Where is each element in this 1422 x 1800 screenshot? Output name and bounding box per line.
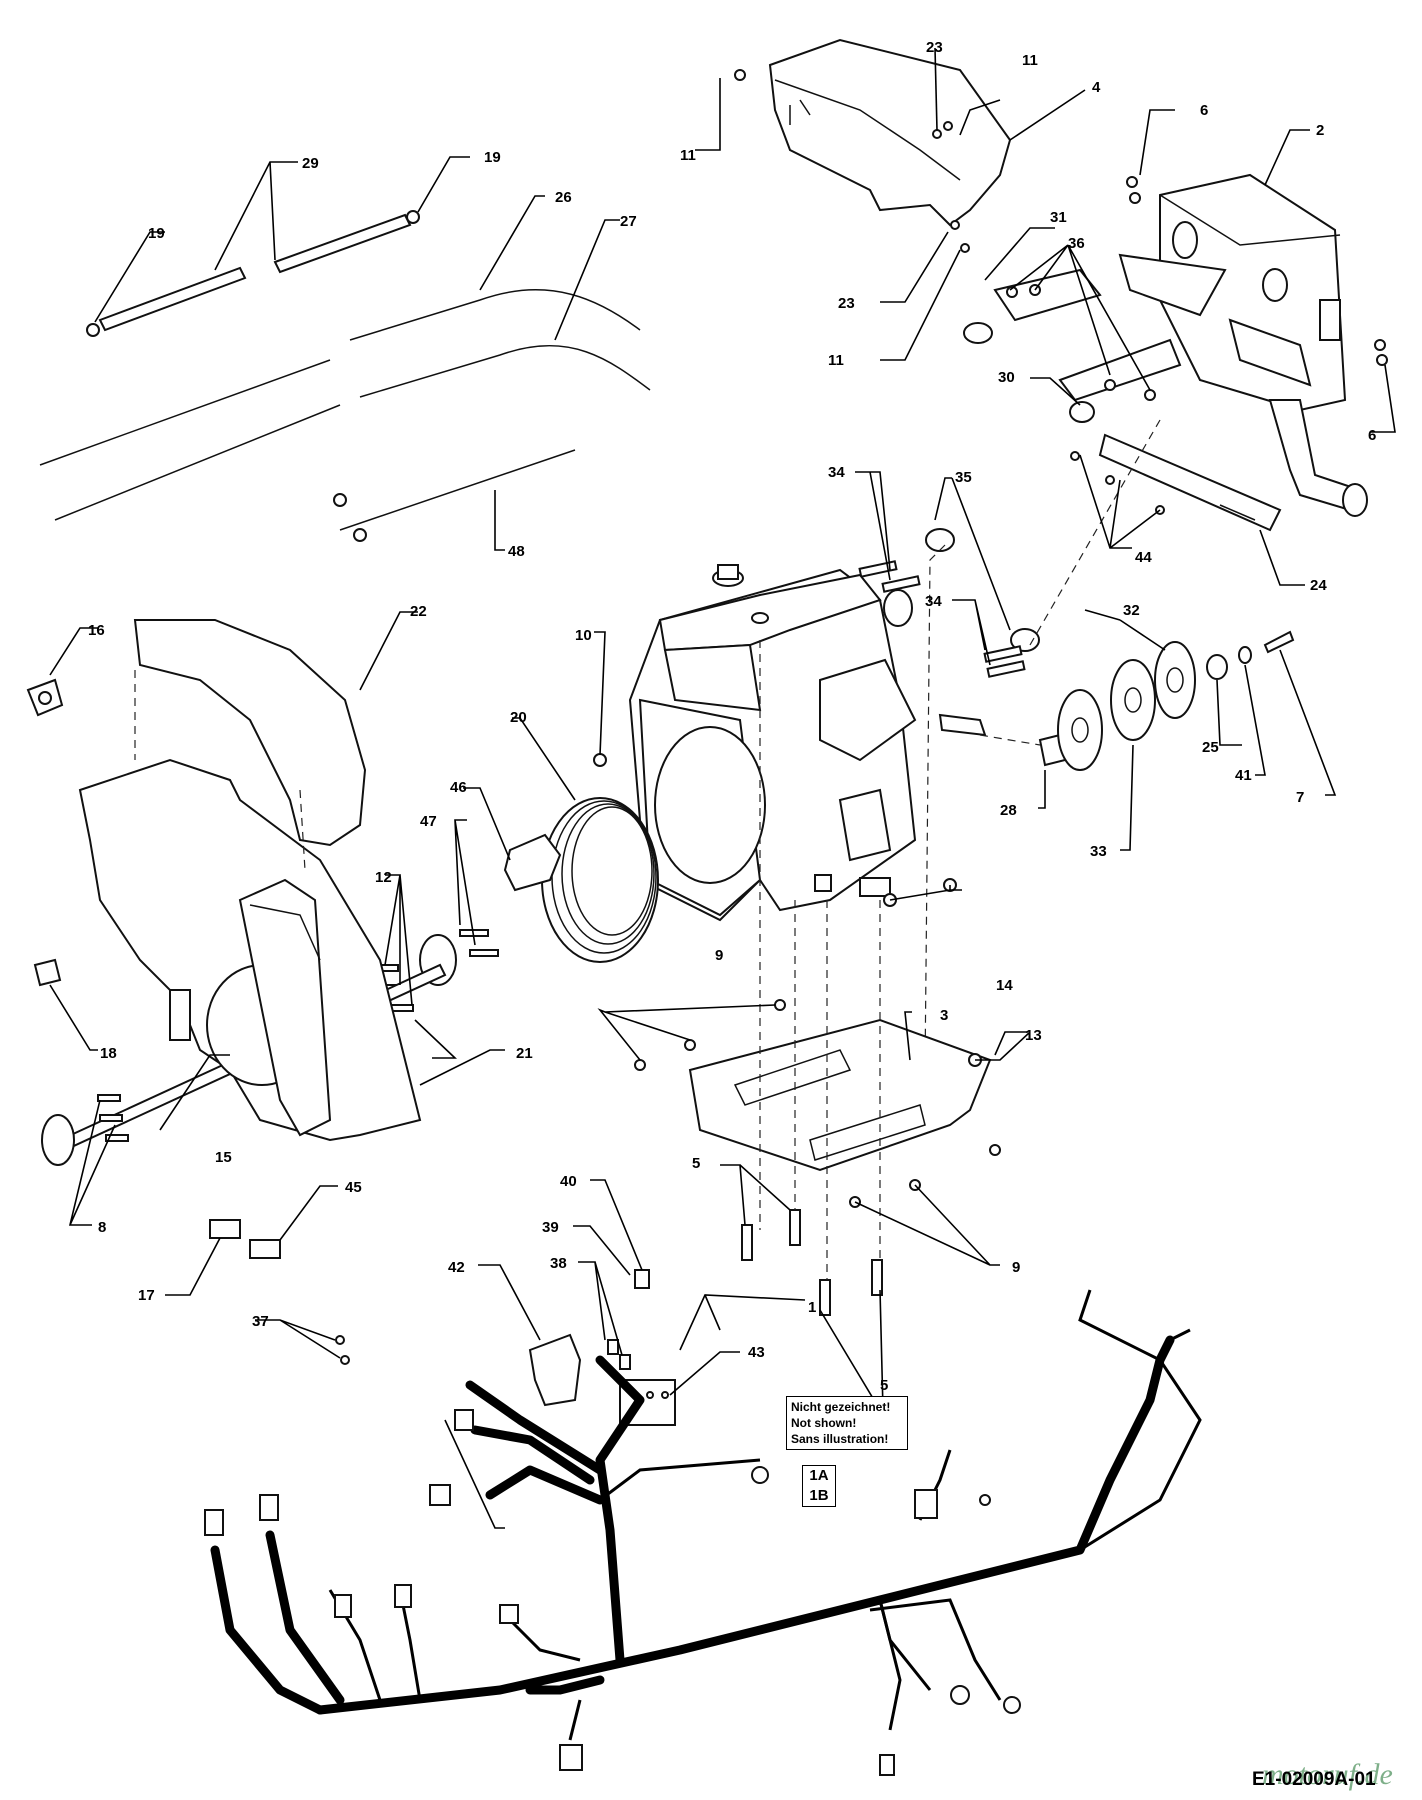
not-shown-note: Nicht gezeichnet! Not shown! Sans illust… xyxy=(786,1396,908,1450)
muffler xyxy=(1118,173,1388,517)
callout-11: 11 xyxy=(828,352,844,369)
callout-28: 28 xyxy=(1000,802,1017,819)
callout-36: 36 xyxy=(1068,235,1085,252)
callout-25: 25 xyxy=(1202,739,1219,756)
note-english: Not shown! xyxy=(791,1416,857,1430)
callout-46: 46 xyxy=(450,779,467,796)
variant-1a: 1A xyxy=(809,1467,829,1484)
callout-9: 9 xyxy=(1012,1259,1020,1276)
callout-12: 12 xyxy=(375,869,392,886)
callout-2: 2 xyxy=(1316,122,1324,139)
pulley-assembly xyxy=(979,630,1295,771)
callout-24: 24 xyxy=(1310,577,1327,594)
callout-6: 6 xyxy=(1200,102,1208,119)
callout-40: 40 xyxy=(560,1173,577,1190)
drawing-code: E1-02009A-01 xyxy=(1252,1769,1376,1790)
callout-37: 37 xyxy=(252,1313,269,1330)
callout-19: 19 xyxy=(484,149,501,166)
callout-31: 31 xyxy=(1050,209,1067,226)
callout-14: 14 xyxy=(996,977,1013,994)
callout-4: 4 xyxy=(1092,79,1101,96)
callout-10: 10 xyxy=(575,627,592,644)
callout-3: 3 xyxy=(940,1007,948,1024)
callout-17: 17 xyxy=(138,1287,155,1304)
callout-labels: 1 2 3 4 5 5 6 6 7 8 9 9 10 11 11 11 12 1… xyxy=(88,39,1376,1394)
wiring-harness xyxy=(204,1289,1202,1776)
callout-34: 34 xyxy=(925,593,942,610)
callout-43: 43 xyxy=(748,1344,765,1361)
callout-47: 47 xyxy=(420,813,437,830)
engine-shroud-top xyxy=(734,38,1012,253)
leader-lines xyxy=(49,47,1396,1529)
callout-30: 30 xyxy=(998,369,1015,386)
callout-1: 1 xyxy=(808,1299,816,1316)
callout-6: 6 xyxy=(1368,427,1376,444)
callout-48: 48 xyxy=(508,543,525,560)
callout-18: 18 xyxy=(100,1045,117,1062)
callout-38: 38 xyxy=(550,1255,567,1272)
callout-19: 19 xyxy=(148,225,165,242)
callout-5: 5 xyxy=(692,1155,700,1172)
callout-22: 22 xyxy=(410,603,427,620)
callout-11: 11 xyxy=(680,147,696,164)
callout-11: 11 xyxy=(1022,52,1038,69)
callout-39: 39 xyxy=(542,1219,559,1236)
cables xyxy=(39,210,651,542)
callout-41: 41 xyxy=(1235,767,1252,784)
callout-23: 23 xyxy=(838,295,855,312)
callout-35: 35 xyxy=(955,469,972,486)
callout-21: 21 xyxy=(516,1045,533,1062)
small-parts xyxy=(26,678,281,1259)
callout-42: 42 xyxy=(448,1259,465,1276)
engine-block xyxy=(593,564,987,922)
exhaust-assembly xyxy=(924,268,1282,1071)
callout-13: 13 xyxy=(1025,1027,1042,1044)
callout-20: 20 xyxy=(510,709,527,726)
callout-15: 15 xyxy=(215,1149,232,1166)
callout-44: 44 xyxy=(1135,549,1152,566)
blower-housing xyxy=(78,619,422,1142)
note-french: Sans illustration! xyxy=(791,1432,889,1446)
callout-27: 27 xyxy=(620,213,637,230)
callout-9: 9 xyxy=(715,947,723,964)
callout-45: 45 xyxy=(345,1179,362,1196)
callout-32: 32 xyxy=(1123,602,1140,619)
studs xyxy=(858,560,1026,678)
callout-33: 33 xyxy=(1090,843,1107,860)
callout-29: 29 xyxy=(302,155,319,172)
variant-1b: 1B xyxy=(809,1487,829,1504)
variant-box: 1A 1B xyxy=(802,1465,836,1507)
flywheel-screen xyxy=(541,797,659,963)
callout-5: 5 xyxy=(880,1377,888,1394)
callout-23: 23 xyxy=(926,39,943,56)
callout-34: 34 xyxy=(828,464,845,481)
watermark-logo: motoruf.de xyxy=(1262,1758,1393,1791)
callout-16: 16 xyxy=(88,622,105,639)
callout-7: 7 xyxy=(1296,789,1304,806)
electrical-components xyxy=(335,1269,676,1426)
callout-8: 8 xyxy=(98,1219,106,1236)
note-german: Nicht gezeichnet! xyxy=(791,1400,891,1414)
callout-26: 26 xyxy=(555,189,572,206)
